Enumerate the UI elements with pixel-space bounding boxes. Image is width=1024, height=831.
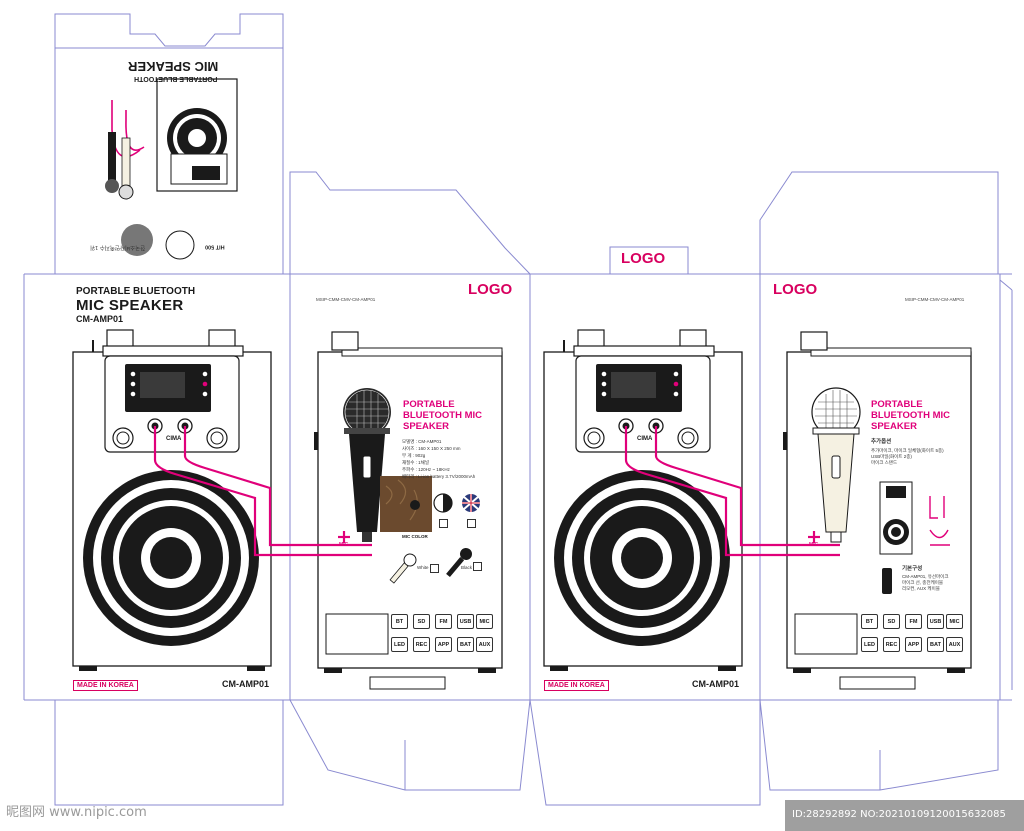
option-line: 마이크 스탠드 (871, 460, 898, 465)
side1-white-check (430, 564, 439, 573)
aux-icon: AUX (946, 637, 963, 652)
contents-line: 리모컨, AUX 케이블 (902, 586, 940, 591)
front1-title-small: PORTABLE BLUETOOTH (76, 286, 196, 297)
side1-black-label: Black (461, 565, 473, 570)
side1-heading: PORTABLE BLUETOOTH MIC SPEAKER (403, 399, 482, 432)
side2-contents: CM-AMP01, 유선마이크 마이크 선, 충전케이블 리모컨, AUX 케이… (902, 574, 948, 592)
front2-brand-logo: CIMA (637, 436, 653, 442)
front1-model: CM-AMP01 (76, 314, 124, 324)
side2-code: MSIP-CMM-CMV-CM-AMP01 (905, 297, 965, 302)
record-icon: REC (883, 637, 900, 652)
front2-model-bottom: CM-AMP01 (692, 679, 740, 689)
side1-black-check (473, 562, 482, 571)
app-icon: APP (905, 637, 922, 652)
record-icon: REC (413, 637, 430, 652)
front1-model-bottom: CM-AMP01 (222, 679, 270, 689)
led-icon: LED (391, 637, 408, 652)
side1-mic-color-label: MIC COLOR (402, 534, 428, 539)
usb-icon: USB (927, 614, 944, 629)
spec-line: 사이즈 : 160 X 150 X 250 mm (402, 446, 461, 451)
lid-award-hit: HIT 500 (205, 243, 225, 250)
top-flap-logo: LOGO (621, 250, 666, 267)
fm-radio-icon: FM (435, 614, 452, 629)
side1-code: MSIP-CMM-CMV-CM-AMP01 (316, 297, 376, 302)
bluetooth-icon: BT (861, 614, 878, 629)
spec-line: 모델명 : CM-AMP01 (402, 439, 442, 444)
side1-swatch-check-2 (467, 519, 476, 528)
spec-line: 재질수 : 1채널 (402, 460, 429, 465)
sd-card-icon: SD (413, 614, 430, 629)
front1-title-large: MIC SPEAKER (76, 297, 184, 314)
side1-mic-label: MIC (339, 542, 349, 548)
side1-swatch-check-1 (439, 519, 448, 528)
app-icon: APP (435, 637, 452, 652)
led-icon: LED (861, 637, 878, 652)
spec-line: 배터리 : Li-ion battery 3.7V/2000mAh (402, 474, 476, 479)
lid-award-seoul: SEOUL AWARD (238, 244, 275, 250)
bluetooth-icon: BT (391, 614, 408, 629)
mic-icon: MIC (946, 614, 963, 629)
side2-heading: PORTABLE BLUETOOTH MIC SPEAKER (871, 399, 950, 432)
spec-line: 주파수 : 120Hz ~ 18KHz (402, 467, 450, 472)
side2-options: 추가마이크, 마이크 일체형(화이트 5종) USB마일(화이트 2종) 마이크… (871, 448, 944, 466)
side2-options-title: 추가옵션 (871, 439, 892, 445)
lid-brand-line: 한국소비자만족지수 1위 (90, 244, 146, 250)
option-line: USB마일(화이트 2종) (871, 454, 912, 459)
lid-title-small: PORTABLE BLUETOOTH (134, 75, 218, 82)
side2-logo: LOGO (773, 281, 818, 298)
spec-line: 무 게 : 902g (402, 453, 426, 458)
front1-brand-logo: CIMA (166, 436, 182, 442)
sd-card-icon: SD (883, 614, 900, 629)
watermark-left: 昵图网 www.nipic.com (6, 805, 147, 820)
fm-radio-icon: FM (905, 614, 922, 629)
option-line: 추가마이크, 마이크 일체형(화이트 5종) (871, 448, 944, 453)
front1-made-in-korea: MADE IN KOREA (73, 680, 138, 691)
aux-icon: AUX (476, 637, 493, 652)
contents-line: CM-AMP01, 유선마이크 (902, 574, 949, 579)
watermark-bar (785, 800, 1024, 831)
side1-logo: LOGO (468, 281, 513, 298)
usb-icon: USB (457, 614, 474, 629)
side2-contents-title: 기본구성 (902, 566, 923, 572)
watermark-right: ID:28292892 NO:20210109120015632085 (792, 809, 1006, 820)
side1-white-label: White (417, 565, 429, 570)
mic-icon: MIC (476, 614, 493, 629)
lid-title-large: MIC SPEAKER (128, 59, 219, 74)
side1-specs: 모델명 : CM-AMP01 사이즈 : 160 X 150 X 250 mm … (402, 438, 475, 480)
battery-icon: BAT (457, 637, 474, 652)
side2-mic-label: MIC (809, 542, 819, 548)
battery-icon: BAT (927, 637, 944, 652)
contents-line: 마이크 선, 충전케이블 (902, 580, 944, 585)
front2-made-in-korea: MADE IN KOREA (544, 680, 609, 691)
